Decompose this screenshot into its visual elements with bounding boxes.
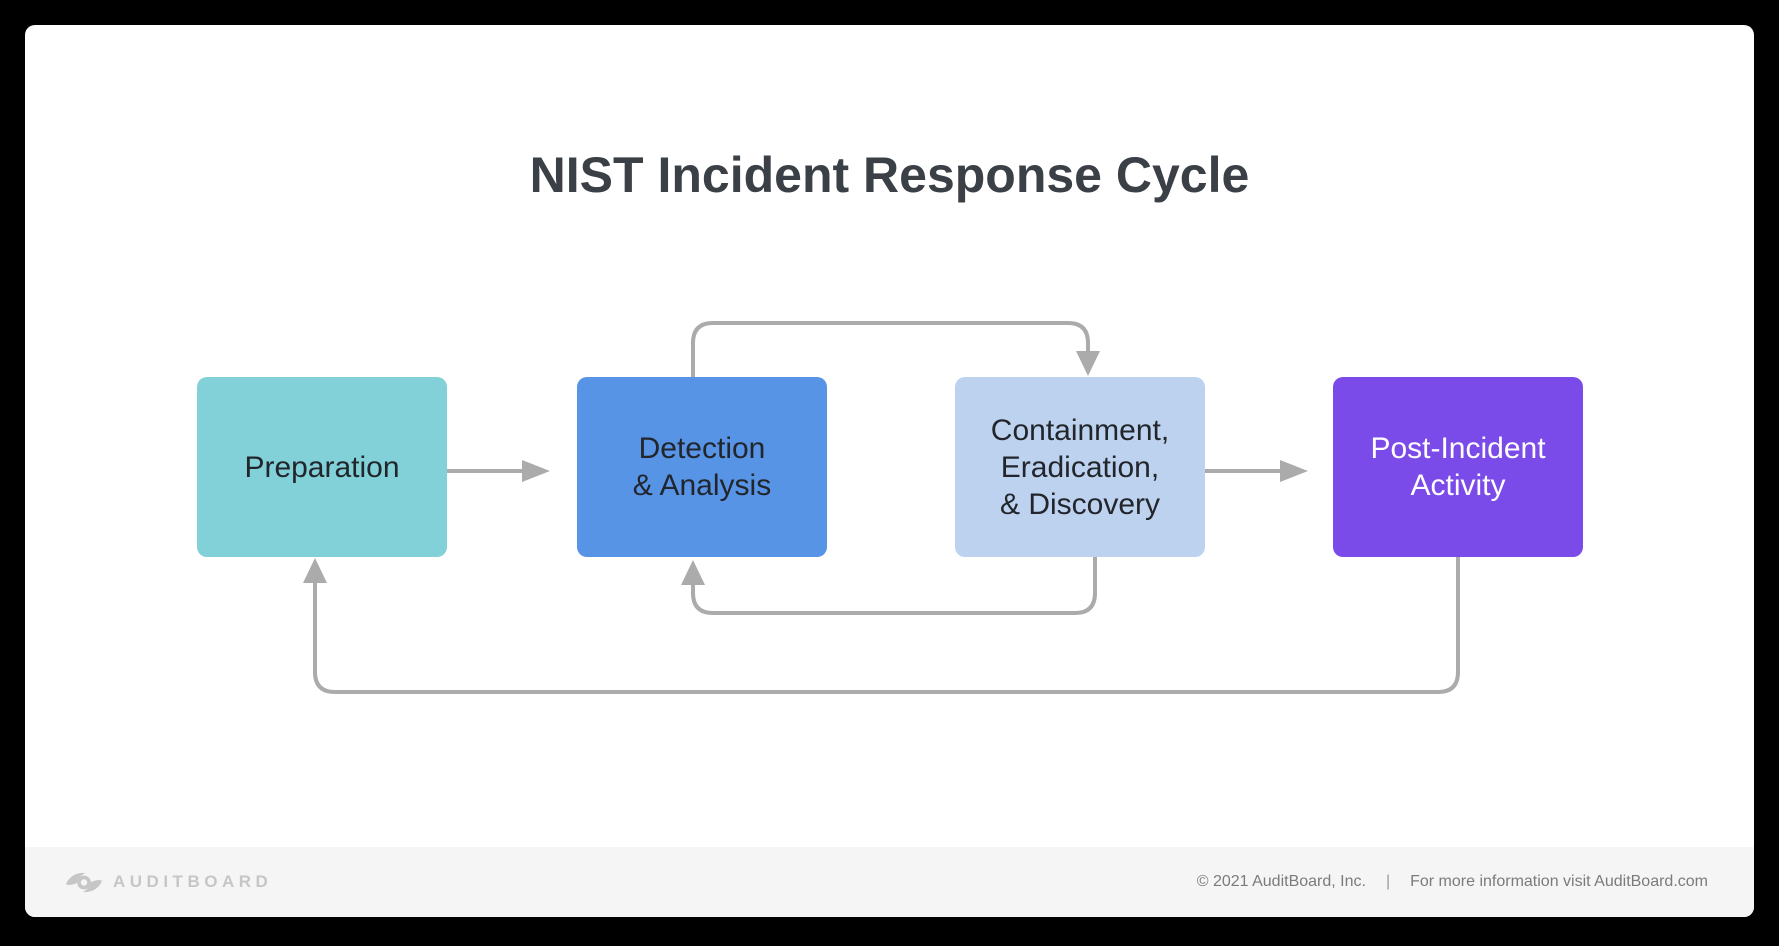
arrow-detection-to-containment-top-loop xyxy=(691,321,1100,377)
auditboard-logo: AUDITBOARD xyxy=(65,870,272,895)
footer-info: © 2021 AuditBoard, Inc. | For more infor… xyxy=(1197,873,1708,891)
node-containment-eradication-discovery: Containment, Eradication, & Discovery xyxy=(955,377,1205,557)
auditboard-logo-text: AUDITBOARD xyxy=(113,872,273,891)
slide-card: NIST Incident Response Cycle xyxy=(25,25,1754,917)
flow-arrows xyxy=(303,321,1460,694)
arrow-containment-to-detection-bottom-loop xyxy=(681,557,1097,615)
arrow-containment-to-postincident xyxy=(1205,460,1308,482)
node-detection-analysis: Detection & Analysis xyxy=(577,377,827,557)
footer-more-info: For more information visit AuditBoard.co… xyxy=(1410,873,1708,890)
node-post-incident-activity: Post-Incident Activity xyxy=(1333,377,1583,557)
arrow-postincident-to-preparation-bottom-loop xyxy=(303,556,1460,694)
node-preparation: Preparation xyxy=(197,377,447,557)
footer-separator: | xyxy=(1385,873,1391,890)
footer-copyright: © 2021 AuditBoard, Inc. xyxy=(1196,873,1366,890)
auditboard-logo-icon xyxy=(65,872,103,892)
arrow-preparation-to-detection xyxy=(446,460,550,482)
footer-bar: AUDITBOARD © 2021 AuditBoard, Inc. | For… xyxy=(25,847,1754,917)
page-title: NIST Incident Response Cycle xyxy=(529,147,1250,203)
